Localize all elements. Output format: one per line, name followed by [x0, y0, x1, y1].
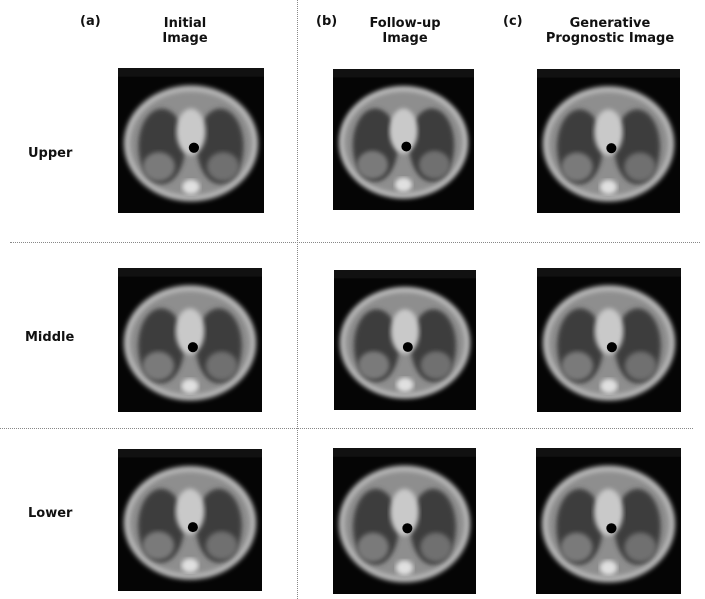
- horizontal-divider-2: [0, 428, 693, 429]
- ct-scan-upper-initial: [118, 68, 264, 213]
- row-label-upper: Upper: [28, 146, 73, 161]
- column-title-line2: Image: [162, 31, 208, 46]
- row-label-middle: Middle: [25, 330, 75, 345]
- column-title-line1: Generative: [569, 16, 651, 31]
- column-title-line2: Prognostic Image: [545, 31, 675, 46]
- ct-scan-middle-generative: [537, 268, 681, 412]
- ct-scan-upper-follow-up: [333, 69, 474, 210]
- horizontal-divider-1: [10, 242, 700, 243]
- panel-label-b: (b): [316, 14, 338, 29]
- column-title-line1: Initial: [163, 16, 207, 31]
- column-title-line2: Image: [382, 31, 428, 46]
- vertical-divider: [297, 0, 298, 599]
- column-title-follow-up: Follow-up Image: [355, 16, 455, 46]
- ct-scan-lower-initial: [118, 449, 262, 591]
- ct-scan-middle-follow-up: [334, 270, 476, 410]
- panel-label-a: (a): [80, 14, 101, 29]
- column-title-generative: Generative Prognostic Image: [535, 16, 685, 46]
- row-label-lower: Lower: [28, 506, 73, 521]
- ct-scan-lower-generative: [536, 448, 681, 594]
- ct-scan-middle-initial: [118, 268, 262, 412]
- column-title-line1: Follow-up: [369, 16, 441, 31]
- column-title-initial: Initial Image: [140, 16, 230, 46]
- panel-label-c: (c): [503, 14, 523, 29]
- ct-scan-upper-generative: [537, 69, 680, 213]
- ct-scan-lower-follow-up: [333, 448, 476, 594]
